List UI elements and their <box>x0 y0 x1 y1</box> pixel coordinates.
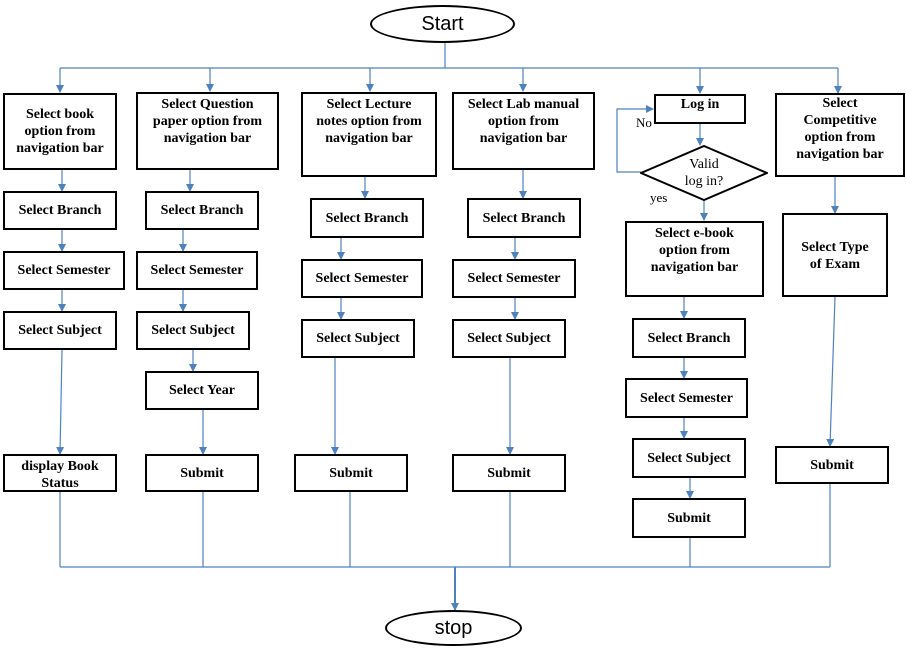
box-label: Select Branch <box>325 210 409 226</box>
box-label: Select Semester <box>640 390 733 406</box>
select-subject-box: Select Subject <box>3 311 117 350</box>
box-label: Select Semester <box>467 271 561 286</box>
box-label: Select Lecture notes option from navigat… <box>316 97 422 146</box>
select-year-box: Select Year <box>145 371 259 410</box>
submit-box: Submit <box>632 498 746 538</box>
select-ebook-option-box: Select e-book option from navigation bar <box>625 221 764 297</box>
log-in-box: Log in <box>654 94 746 124</box>
select-semester-box: Select Semester <box>3 251 125 290</box>
box-label: Select e-book option from navigation bar <box>650 226 739 275</box>
select-question-paper-option-box: Select Question paper option from naviga… <box>136 92 279 170</box>
decision-label: Valid log in? <box>684 157 724 189</box>
select-subject-box: Select Subject <box>301 319 415 358</box>
box-label: Submit <box>180 465 224 481</box>
select-semester-box: Select Semester <box>625 378 748 418</box>
box-label: Select Semester <box>17 263 111 278</box>
select-lab-manual-option-box: Select Lab manual option from navigation… <box>452 92 595 170</box>
box-label: Select Branch <box>647 330 731 346</box>
stop-label: stop <box>434 616 473 639</box>
box-label: Select Branch <box>160 203 244 218</box>
box-label: Select book option from navigation bar <box>16 107 104 156</box>
no-label: No <box>636 115 652 130</box>
submit-box: Submit <box>294 454 408 492</box>
box-label: Select Year <box>169 383 235 398</box>
yes-label: yes <box>650 190 668 205</box>
box-label: Select Subject <box>467 331 551 346</box>
select-semester-box: Select Semester <box>136 251 258 290</box>
select-branch-box: Select Branch <box>3 191 117 230</box>
submit-box: Submit <box>775 446 889 484</box>
box-label: Submit <box>667 510 711 526</box>
box-label: Select Semester <box>315 271 409 286</box>
box-label: Log in <box>680 97 720 112</box>
box-label: Select Subject <box>18 323 102 338</box>
start-label: Start <box>421 12 464 35</box>
select-semester-box: Select Semester <box>452 259 576 298</box>
box-label: Select Subject <box>151 323 235 338</box>
select-type-of-exam-box: Select Type of Exam <box>782 213 888 297</box>
box-label: Select Question paper option from naviga… <box>152 97 263 146</box>
box-label: Submit <box>329 465 373 481</box>
box-label: display Book Status <box>21 459 99 491</box>
box-label: Select Branch <box>18 203 102 218</box>
box-label: Select Subject <box>316 331 400 346</box>
submit-box: Submit <box>452 454 566 492</box>
select-subject-box: Select Subject <box>632 438 746 478</box>
box-label: Select Semester <box>150 263 244 278</box>
select-book-option-box: Select book option from navigation bar <box>3 93 117 170</box>
submit-box: Submit <box>145 454 259 492</box>
select-branch-box: Select Branch <box>467 198 581 238</box>
select-branch-box: Select Branch <box>632 318 746 358</box>
box-label: Submit <box>810 457 854 473</box>
select-subject-box: Select Subject <box>136 311 250 350</box>
box-label: Submit <box>487 465 531 481</box>
box-label: Select Competitive option from navigatio… <box>796 96 884 162</box>
select-branch-box: Select Branch <box>310 198 424 238</box>
box-label: Select Type of Exam <box>801 240 869 272</box>
valid-login-decision <box>640 145 768 201</box>
select-branch-box: Select Branch <box>145 191 259 230</box>
stop-terminal: stop <box>385 610 522 646</box>
box-label: Select Lab manual option from navigation… <box>467 97 580 146</box>
select-subject-box: Select Subject <box>452 319 566 358</box>
select-competitive-option-box: Select Competitive option from navigatio… <box>775 93 905 177</box>
display-book-status-box: display Book Status <box>3 454 117 492</box>
select-lecture-notes-option-box: Select Lecture notes option from navigat… <box>301 92 437 177</box>
select-semester-box: Select Semester <box>301 259 423 298</box>
box-label: Select Branch <box>482 210 566 226</box>
box-label: Select Subject <box>647 450 731 466</box>
start-terminal: Start <box>370 5 515 43</box>
